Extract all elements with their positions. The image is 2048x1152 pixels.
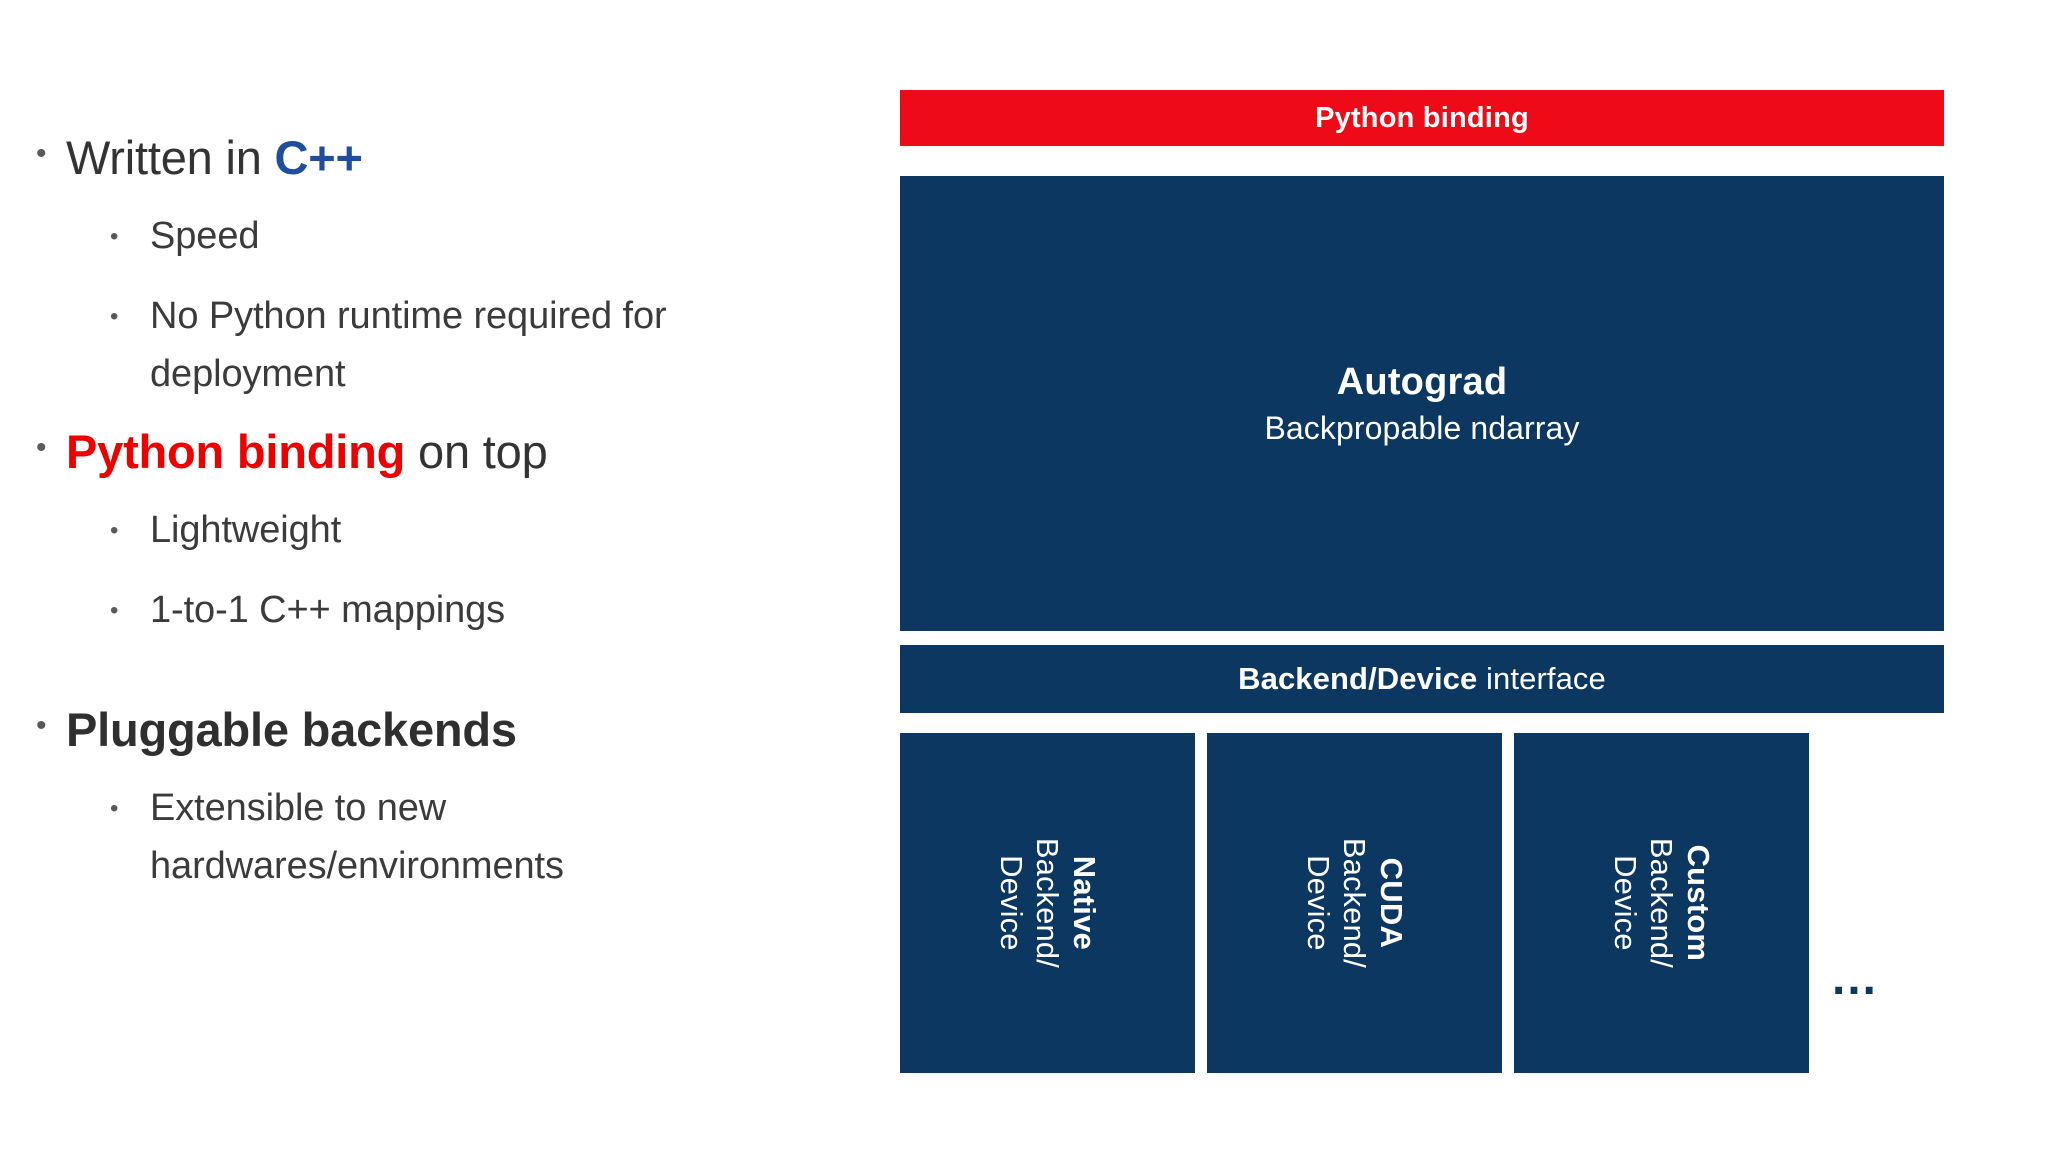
- bullet-emphasis-python-binding: Python binding: [66, 425, 406, 478]
- bullet-marker-icon: •: [110, 517, 119, 544]
- bullet-text: Speed: [150, 215, 260, 257]
- diagram-autograd-subtitle: Backpropable ndarray: [1264, 409, 1580, 446]
- diagram-backend-box-custom: Custom Backend/ Device: [1514, 733, 1809, 1073]
- bullet-pluggable-backends: • Pluggable backends: [36, 700, 816, 760]
- bullet-python-binding-on-top: • Python binding on top: [36, 422, 816, 482]
- bullet-text-suffix: on top: [405, 425, 548, 478]
- bullet-written-in-cpp: • Written in C++: [36, 128, 796, 188]
- diagram-backend-custom-sub2: Device: [1608, 855, 1644, 951]
- diagram-python-binding-label: Python binding: [1315, 101, 1529, 134]
- bullet-extensible-hardwares: • Extensible to new hardwares/environmen…: [110, 780, 770, 896]
- diagram-backend-native-text: Native Backend/ Device: [993, 837, 1103, 969]
- diagram-backend-cuda-sub2: Device: [1301, 855, 1337, 951]
- diagram-ellipsis: …: [1830, 952, 1881, 1005]
- bullet-text: Pluggable backends: [66, 703, 517, 756]
- architecture-diagram: Python binding Autograd Backpropable nda…: [900, 0, 2020, 1152]
- bullet-lightweight: • Lightweight: [110, 502, 810, 560]
- bullet-text: Extensible to new hardwares/environments: [150, 787, 564, 887]
- diagram-python-binding-bar: Python binding: [900, 90, 1944, 146]
- bullet-marker-icon: •: [110, 597, 119, 624]
- diagram-backend-native-sub2: Device: [994, 855, 1030, 951]
- diagram-backend-box-native: Native Backend/ Device: [900, 733, 1195, 1073]
- diagram-backend-cuda-text: CUDA Backend/ Device: [1300, 837, 1410, 969]
- diagram-autograd-box: Autograd Backpropable ndarray: [900, 176, 1944, 631]
- diagram-backend-cuda-name: CUDA: [1374, 857, 1410, 949]
- diagram-backend-box-cuda: CUDA Backend/ Device: [1207, 733, 1502, 1073]
- bullet-text: Lightweight: [150, 509, 342, 551]
- bullet-marker-icon: •: [36, 709, 47, 742]
- bullet-list-panel: • Written in C++ • Speed • No Python run…: [0, 0, 880, 1152]
- diagram-backend-cuda-sub1: Backend/: [1337, 837, 1373, 969]
- bullet-marker-icon: •: [110, 223, 119, 250]
- diagram-backend-native-name: Native: [1067, 855, 1103, 951]
- bullet-one-to-one-cpp-mappings: • 1-to-1 C++ mappings: [110, 582, 810, 640]
- bullet-text-prefix: Written in: [66, 131, 275, 184]
- bullet-marker-icon: •: [36, 137, 47, 170]
- bullet-text: Written in C++: [66, 128, 796, 188]
- diagram-backend-custom-name: Custom: [1681, 844, 1717, 962]
- diagram-interface-label-rest: interface: [1477, 661, 1606, 696]
- diagram-interface-label-bold: Backend/Device: [1238, 661, 1478, 696]
- bullet-speed: • Speed: [110, 208, 810, 266]
- bullet-marker-icon: •: [110, 795, 119, 822]
- diagram-backend-custom-sub1: Backend/: [1644, 837, 1680, 969]
- diagram-backend-device-interface-bar: Backend/Device interface: [900, 645, 1944, 713]
- diagram-autograd-title: Autograd: [1336, 360, 1508, 403]
- diagram-interface-label: Backend/Device interface: [1238, 661, 1606, 697]
- diagram-backend-custom-text: Custom Backend/ Device: [1607, 837, 1717, 969]
- bullet-marker-icon: •: [110, 303, 119, 330]
- diagram-backend-native-sub1: Backend/: [1030, 837, 1066, 969]
- bullet-emphasis-cpp: C++: [274, 131, 363, 184]
- bullet-marker-icon: •: [36, 431, 47, 464]
- bullet-text: Python binding on top: [66, 422, 816, 482]
- bullet-no-python-runtime: • No Python runtime required for deploym…: [110, 288, 750, 404]
- bullet-text: No Python runtime required for deploymen…: [150, 295, 667, 395]
- bullet-text: 1-to-1 C++ mappings: [150, 589, 506, 631]
